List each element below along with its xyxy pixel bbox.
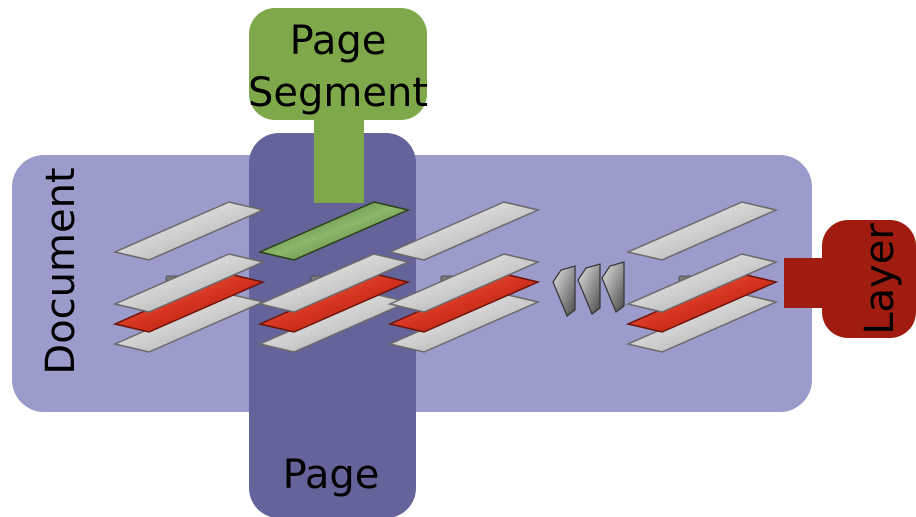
ellipsis-block — [577, 263, 601, 315]
layer-sheet-gray — [387, 253, 541, 313]
layer-callout — [784, 220, 916, 338]
layer-label: Layer — [857, 223, 903, 335]
ellipsis-block — [552, 265, 576, 317]
page-segment-sheet-green — [257, 201, 411, 261]
layer-sheet-gray — [625, 201, 779, 261]
page-segment-callout — [249, 8, 427, 203]
document-label: Document — [38, 167, 84, 374]
stack-page-n — [625, 201, 779, 353]
page-stacks — [112, 201, 779, 353]
ellipsis-pages-icon — [552, 261, 625, 317]
layer-sheet-gray — [387, 201, 541, 261]
layer-sheet-gray — [257, 253, 411, 313]
page-label: Page — [283, 452, 380, 498]
layer-sheet-gray — [112, 201, 266, 261]
page-segment-label-line1: Page — [290, 18, 387, 64]
layer-sheet-gray — [625, 253, 779, 313]
page-segment-label-line2: Segment — [248, 70, 428, 116]
ellipsis-block — [601, 261, 625, 313]
stack-page-1 — [112, 201, 266, 353]
layer-sheet-gray — [112, 253, 266, 313]
stack-page-3 — [387, 201, 541, 353]
stack-page-2 — [257, 201, 411, 353]
